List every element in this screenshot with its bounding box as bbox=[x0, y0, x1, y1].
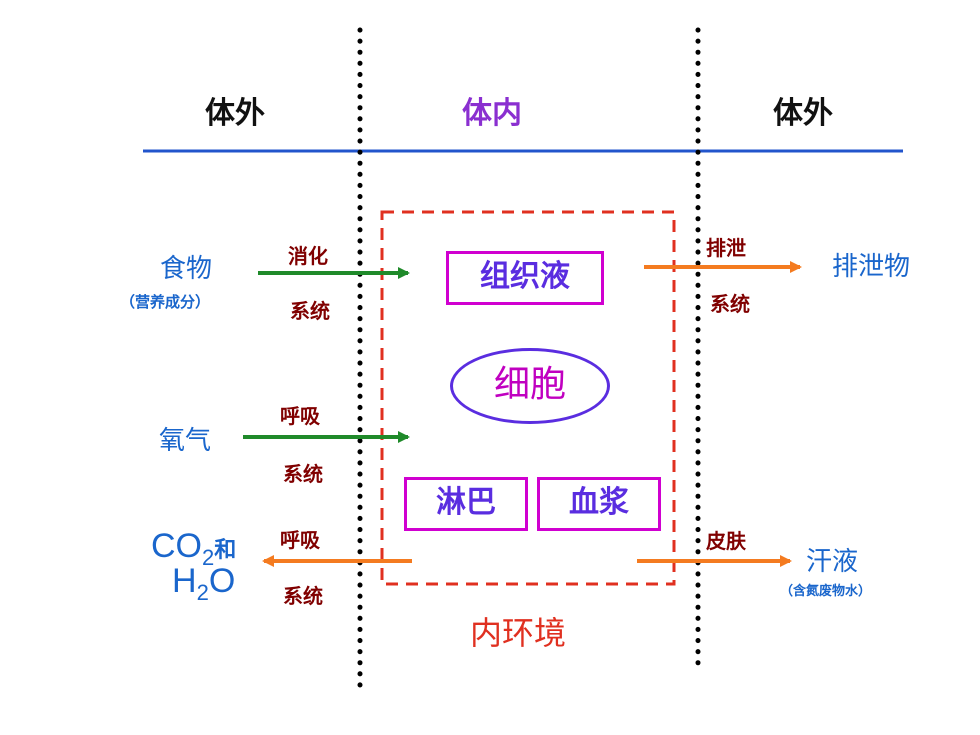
food-label: 食物 bbox=[160, 254, 213, 284]
respiratory-out-label-1: 呼吸 bbox=[280, 528, 320, 552]
digestive-system-label-1: 消化 bbox=[288, 244, 328, 268]
sweat-label: 汗液 bbox=[806, 547, 859, 577]
plasma-box: 血浆 bbox=[537, 477, 661, 531]
co2-subscript: 2 bbox=[202, 544, 215, 570]
internal-environment-box bbox=[380, 210, 676, 586]
h2o-h: H bbox=[172, 562, 197, 600]
sweat-note: （含氮废物水） bbox=[780, 584, 872, 599]
header-inside: 体内 bbox=[462, 96, 522, 131]
header-outside-right: 体外 bbox=[773, 96, 833, 131]
tissue-fluid-box: 组织液 bbox=[446, 251, 604, 305]
internal-environment-label: 内环境 bbox=[470, 614, 567, 652]
respiratory-in-label-1: 呼吸 bbox=[280, 404, 320, 428]
h2o-o: O bbox=[208, 562, 236, 600]
excretory-system-label-2: 系统 bbox=[710, 292, 750, 316]
cell-oval: 细胞 bbox=[450, 348, 610, 424]
oxygen-label: 氧气 bbox=[159, 426, 212, 456]
co2-text: CO bbox=[151, 527, 202, 565]
skin-label: 皮肤 bbox=[706, 529, 746, 553]
respiratory-in-label-2: 系统 bbox=[283, 462, 323, 486]
food-note: （营养成分） bbox=[120, 293, 211, 311]
lymph-box: 淋巴 bbox=[404, 477, 528, 531]
excreta-label: 排泄物 bbox=[832, 252, 911, 282]
header-outside-left: 体外 bbox=[205, 96, 265, 131]
and-text: 和 bbox=[214, 537, 237, 563]
digestive-system-label-2: 系统 bbox=[290, 299, 330, 323]
respiratory-out-label-2: 系统 bbox=[283, 584, 323, 608]
h2o-label: H2O bbox=[172, 562, 235, 606]
excretory-system-label-1: 排泄 bbox=[706, 236, 746, 260]
co2-label: CO2和 bbox=[151, 527, 236, 571]
h2o-subscript: 2 bbox=[196, 579, 209, 605]
